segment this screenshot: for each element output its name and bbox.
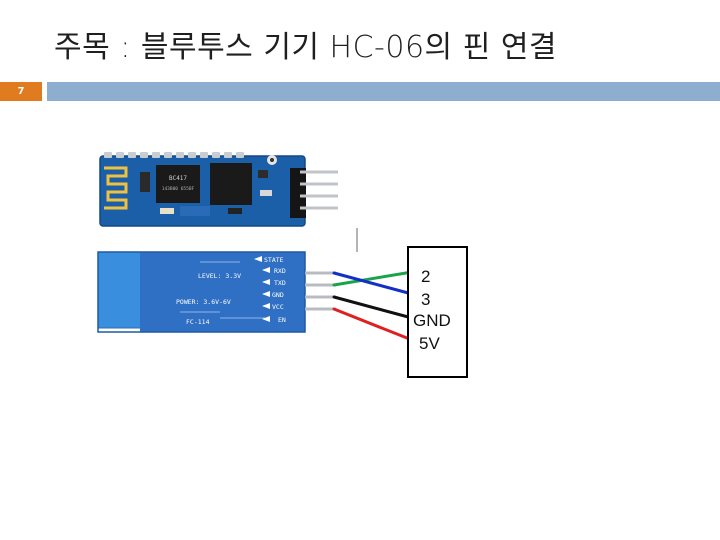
- page-number: 7: [0, 82, 42, 101]
- back-power-label: POWER: 3.6V-6V: [176, 298, 231, 306]
- chip1-sublabel: 143B00 655BF: [162, 186, 195, 192]
- pin-en-label: EN: [278, 316, 286, 324]
- pin-state-label: STATE: [264, 256, 284, 264]
- wire-black: [332, 295, 414, 320]
- wire-green: [332, 270, 414, 287]
- back-level-label: LEVEL: 3.3V: [198, 272, 241, 280]
- hc06-front-module: BC417 143B00 655BF: [99, 152, 338, 227]
- back-model-label: FC-114: [186, 318, 210, 326]
- header-bar: [47, 82, 720, 101]
- pin-rxd-label: RXD: [274, 267, 286, 275]
- slide-title: 주목 : 블루투스 기기 HC-06의 핀 연결: [54, 30, 558, 65]
- pin-label-gnd: GND: [413, 311, 451, 330]
- chip1-label: BC417: [169, 175, 187, 182]
- wire-red: [332, 307, 414, 342]
- pin-label-2: 2: [421, 267, 431, 286]
- arduino-pin-box: [407, 246, 468, 378]
- wires: [332, 270, 414, 342]
- hc06-back-module: LEVEL: 3.3V POWER: 3.6V-6V FC-114 STATE …: [97, 251, 336, 333]
- pin-txd-label: TXD: [274, 279, 286, 287]
- pin-label-5v: 5V: [419, 334, 440, 353]
- pin-label-3: 3: [421, 290, 431, 309]
- pin-gnd-label: GND: [272, 291, 284, 299]
- wire-blue: [332, 271, 414, 296]
- pin-vcc-label: VCC: [272, 303, 284, 311]
